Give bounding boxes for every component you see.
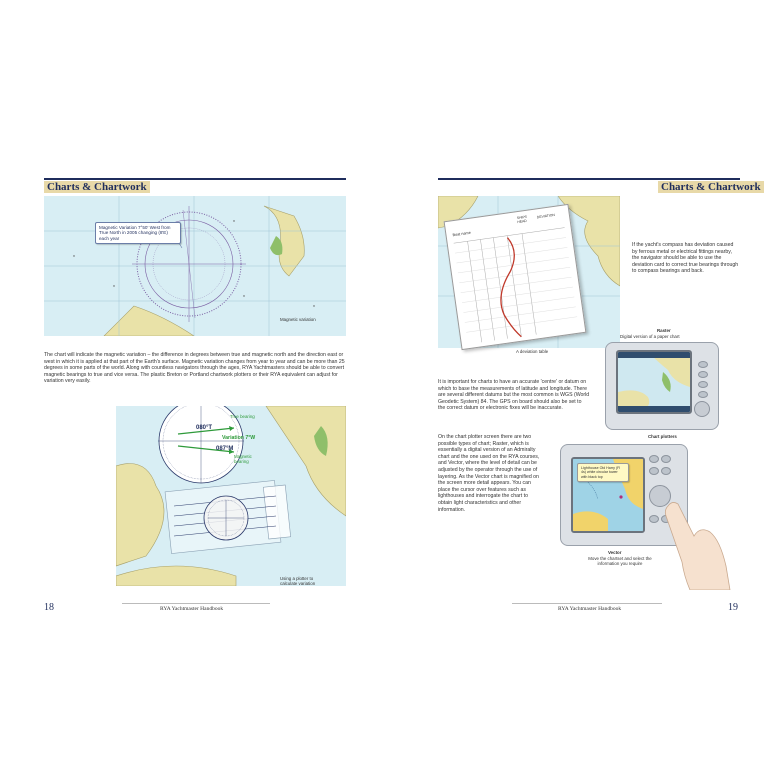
vector-button-3[interactable] bbox=[649, 467, 659, 475]
raster-button-3[interactable] bbox=[698, 381, 708, 388]
vector-chart-plotter: Lighthouse Old Harry (Fl 4s) white circu… bbox=[560, 444, 688, 546]
raster-button-4[interactable] bbox=[698, 391, 708, 398]
caption-plotter: Using a plotter to calculate variation bbox=[280, 576, 316, 587]
vector-button-2[interactable] bbox=[661, 455, 671, 463]
plotter-label-magnetic-value: 087°M bbox=[216, 446, 234, 452]
right-footer-rule bbox=[512, 603, 662, 604]
right-page-number: 19 bbox=[728, 602, 738, 613]
plotter-label-variation: Variation 7°W bbox=[222, 435, 256, 441]
left-body-paragraph: The chart will indicate the magnetic var… bbox=[44, 352, 345, 385]
left-header-rule bbox=[44, 178, 346, 180]
vector-button-5[interactable] bbox=[649, 515, 659, 523]
raster-chart-plotter bbox=[605, 342, 719, 430]
caption-magnetic-variation: Magnetic variation bbox=[280, 317, 316, 322]
right-header-rule bbox=[438, 178, 740, 180]
caption-deviation: A deviation table bbox=[516, 349, 549, 354]
vector-desc: Move the chartset and select the informa… bbox=[588, 556, 652, 567]
vector-button-1[interactable] bbox=[649, 455, 659, 463]
vector-rocker-knob[interactable] bbox=[649, 485, 671, 507]
hand-illustration bbox=[660, 496, 732, 591]
plotter-chart bbox=[116, 406, 346, 586]
variation-callout: Magnetic Variation 7°50' West from True … bbox=[95, 222, 181, 245]
raster-map bbox=[618, 352, 690, 412]
right-section-header: Charts & Chartwork bbox=[658, 181, 764, 193]
vector-popup: Lighthouse Old Harry (Fl 4s) white circu… bbox=[577, 463, 629, 483]
raster-label: Raster bbox=[657, 328, 671, 333]
compass-rose-illustration bbox=[44, 196, 346, 336]
deviation-paragraph: If the yacht's compass has deviation cau… bbox=[632, 242, 739, 275]
compass-rose-chart bbox=[44, 196, 346, 336]
raster-button-2[interactable] bbox=[698, 371, 708, 378]
caption-chart-plotters: Chart plotters bbox=[648, 434, 677, 439]
deviation-table-grid bbox=[453, 227, 578, 343]
plotter-label-true-bearing: True bearing bbox=[230, 414, 255, 419]
left-footer-title: RYA Yachtmaster Handbook bbox=[160, 606, 224, 612]
hand-icon bbox=[664, 502, 731, 591]
plotter-label-true-value: 080°T bbox=[196, 425, 213, 431]
raster-button-1[interactable] bbox=[698, 361, 708, 368]
right-footer-title: RYA Yachtmaster Handbook bbox=[558, 606, 622, 612]
plotter-paragraph: On the chart plotter screen there are tw… bbox=[438, 434, 540, 513]
plotter-illustration bbox=[116, 406, 346, 586]
raster-desc: Digital version of a paper chart bbox=[620, 334, 680, 339]
deviation-card: Boat name SHIPS HEAD DEVIATION bbox=[443, 203, 587, 351]
left-page-number: 18 bbox=[44, 602, 54, 613]
raster-rocker-knob[interactable] bbox=[694, 401, 710, 417]
datum-paragraph: It is important for charts to have an ac… bbox=[438, 379, 590, 412]
left-footer-rule bbox=[122, 603, 270, 604]
vector-button-4[interactable] bbox=[661, 467, 671, 475]
vector-label: Vector bbox=[608, 550, 622, 555]
plotter-label-magnetic-bearing: Magnetic bearing bbox=[234, 454, 252, 464]
raster-screen bbox=[616, 350, 692, 414]
left-section-header: Charts & Chartwork bbox=[44, 181, 150, 193]
